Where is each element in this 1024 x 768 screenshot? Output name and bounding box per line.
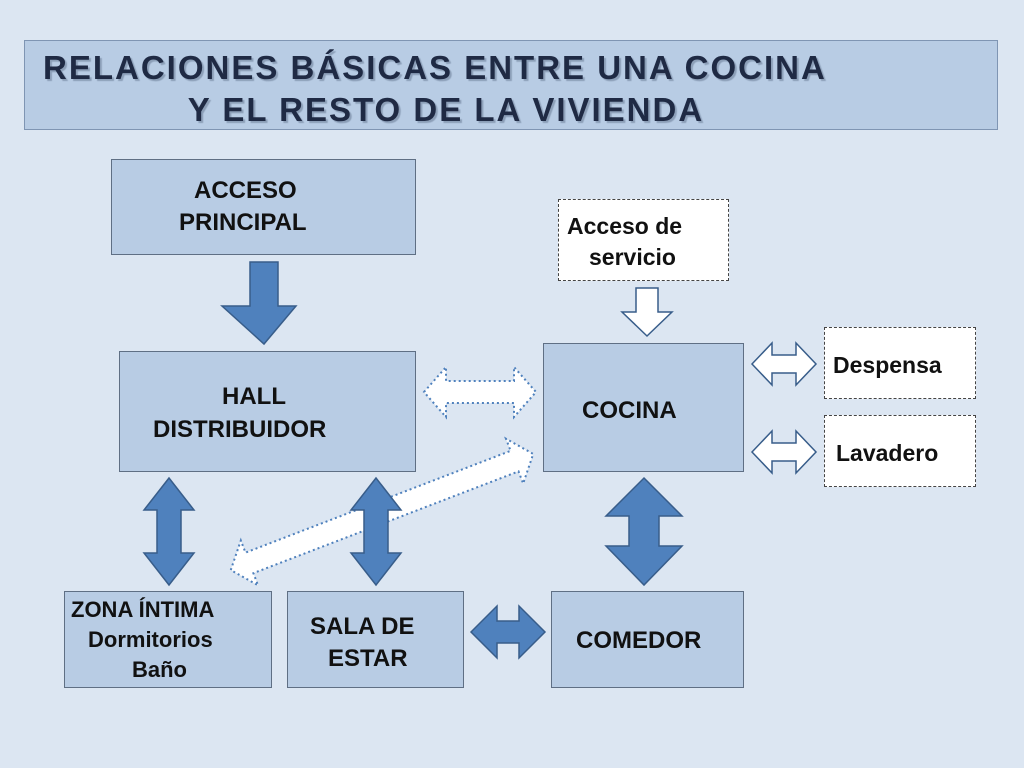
arrow-acceso-to-hall — [220, 261, 298, 346]
despensa-box: Despensa — [824, 327, 976, 399]
hall-line-2: DISTRIBUIDOR — [153, 416, 327, 443]
sala-line-2: ESTAR — [328, 645, 408, 672]
title-line-1: RELACIONES BÁSICAS ENTRE UNA COCINA — [43, 49, 827, 86]
arrow-servicio-to-cocina — [620, 287, 674, 338]
title-line-2: Y EL RESTO DE LA VIVIENDA — [187, 91, 705, 128]
zona-intima-line-3: Baño — [132, 657, 187, 682]
arrow-cocina-comedor — [604, 476, 684, 587]
comedor-label: COMEDOR — [576, 627, 702, 654]
arrow-cocina-lavadero — [750, 429, 818, 475]
arrow-hall-cocina — [422, 364, 538, 420]
acceso-principal-line-1: ACCESO — [194, 177, 297, 204]
despensa-label: Despensa — [833, 352, 942, 378]
acceso-servicio-line-1: Acceso de — [567, 213, 683, 239]
hall-distribuidor-box: HALL DISTRIBUIDOR — [119, 351, 416, 472]
arrow-hall-zona-intima — [142, 476, 196, 587]
acceso-servicio-box: Acceso de servicio — [558, 199, 729, 281]
arrow-cocina-despensa — [750, 341, 818, 387]
cocina-box: COCINA — [543, 343, 744, 472]
acceso-principal-line-2: PRINCIPAL — [179, 209, 307, 236]
acceso-principal-box: ACCESO PRINCIPAL — [111, 159, 416, 255]
acceso-servicio-line-2: servicio — [589, 244, 676, 270]
hall-line-1: HALL — [222, 383, 286, 410]
zona-intima-box: ZONA ÍNTIMA Dormitorios Baño — [64, 591, 272, 688]
arrow-hall-sala — [349, 476, 403, 587]
comedor-box: COMEDOR — [551, 591, 744, 688]
zona-intima-line-2: Dormitorios — [88, 627, 213, 652]
lavadero-label: Lavadero — [836, 440, 939, 466]
arrow-sala-comedor — [469, 604, 547, 660]
zona-intima-line-1: ZONA ÍNTIMA — [71, 597, 215, 622]
sala-de-estar-box: SALA DE ESTAR — [287, 591, 464, 688]
title-banner: RELACIONES BÁSICAS ENTRE UNA COCINA Y EL… — [24, 40, 998, 130]
sala-line-1: SALA DE — [310, 613, 415, 640]
lavadero-box: Lavadero — [824, 415, 976, 487]
cocina-label: COCINA — [582, 397, 677, 424]
